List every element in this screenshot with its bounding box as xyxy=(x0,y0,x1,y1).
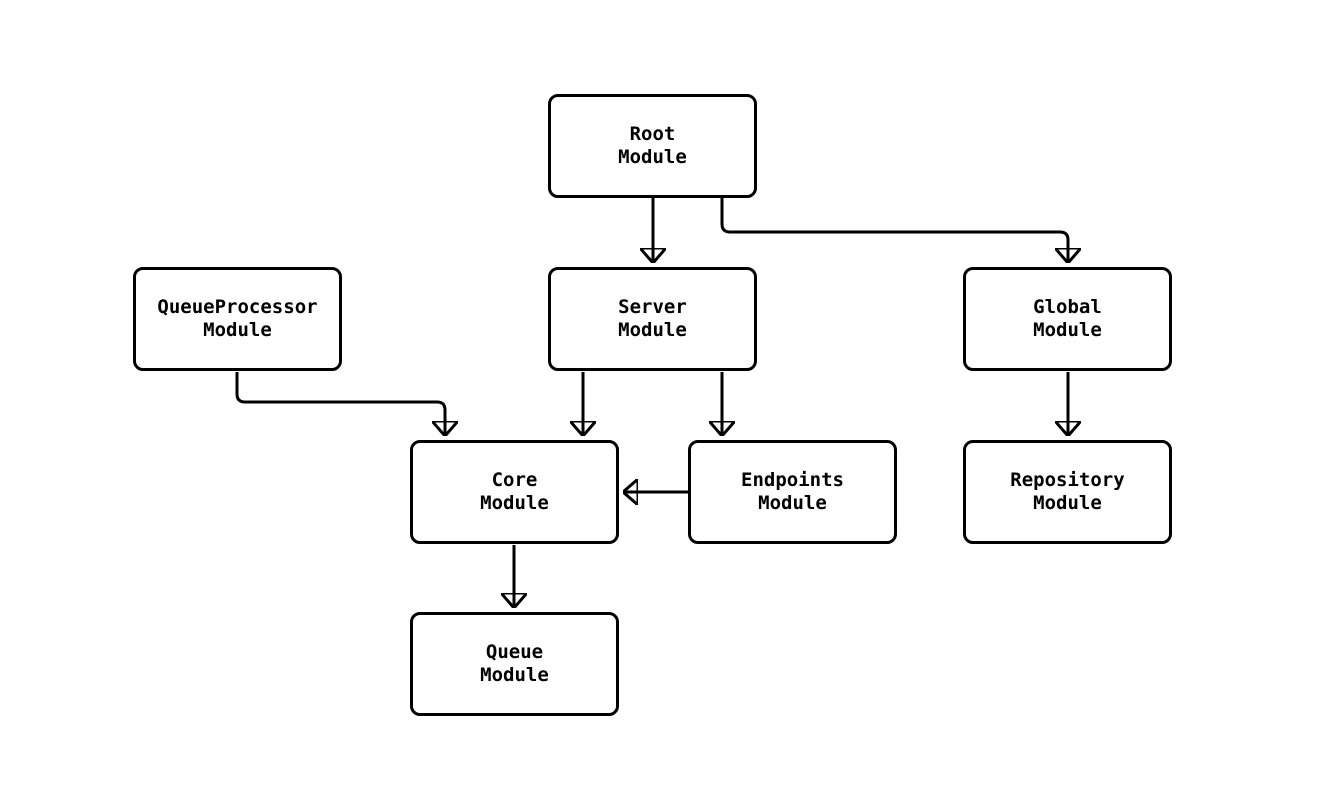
node-global-module-label: Global Module xyxy=(1033,296,1102,341)
edge-root-to-global xyxy=(720,198,1068,263)
node-repository-module: Repository Module xyxy=(963,440,1172,544)
node-root-module: Root Module xyxy=(548,94,757,198)
node-global-module: Global Module xyxy=(963,267,1172,371)
node-endpoints-module: Endpoints Module xyxy=(688,440,897,544)
node-repository-module-label: Repository Module xyxy=(1010,469,1125,514)
node-server-module: Server Module xyxy=(548,267,757,371)
node-queueprocessor-module: QueueProcessor Module xyxy=(133,267,342,371)
node-queue-module-label: Queue Module xyxy=(480,641,549,686)
node-endpoints-module-label: Endpoints Module xyxy=(741,469,844,514)
node-queue-module: Queue Module xyxy=(410,612,619,716)
edge-queueprocessor-to-core xyxy=(235,372,445,436)
node-core-module: Core Module xyxy=(410,440,619,544)
node-root-module-label: Root Module xyxy=(618,123,687,168)
node-server-module-label: Server Module xyxy=(618,296,687,341)
node-core-module-label: Core Module xyxy=(480,469,549,514)
node-queueprocessor-module-label: QueueProcessor Module xyxy=(157,296,318,341)
